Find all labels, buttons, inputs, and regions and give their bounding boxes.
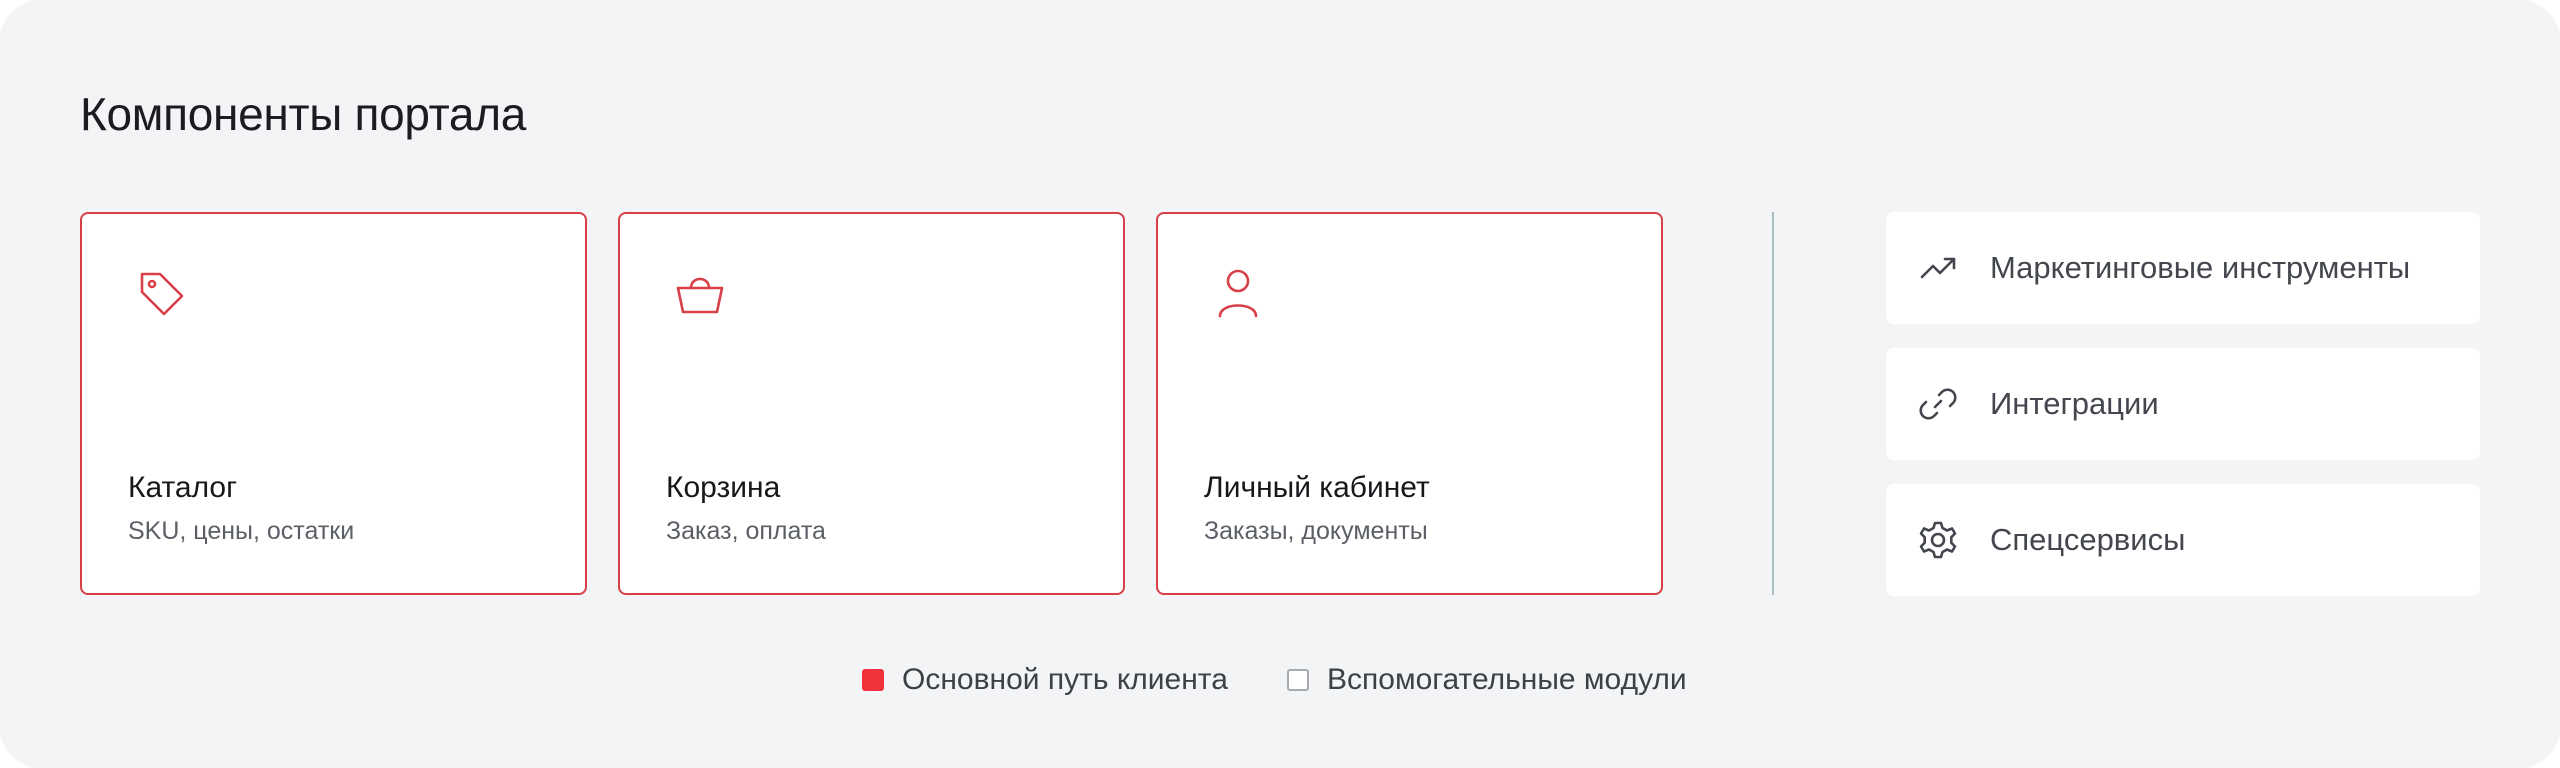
side-item-marketing-tools[interactable]: Маркетинговые инструменты [1886,212,2480,324]
gear-icon [1918,520,1958,560]
card-catalog[interactable]: Каталог SKU, цены, остатки [80,212,587,595]
side-item-label: Маркетинговые инструменты [1990,250,2411,285]
page-title: Компоненты портала [80,88,527,140]
legend-label-primary: Основной путь клиента [902,663,1228,696]
card-cart[interactable]: Корзина Заказ, оплата [618,212,1125,595]
side-item-integrations[interactable]: Интеграции [1886,348,2480,460]
link-icon [1918,384,1958,424]
legend-swatch-secondary [1287,669,1309,691]
card-title: Каталог [128,471,238,504]
card-title: Личный кабинет [1204,471,1430,504]
side-item-special-services[interactable]: Спецсервисы [1886,484,2480,596]
side-item-label: Спецсервисы [1990,522,2186,557]
legend-primary: Основной путь клиента [862,660,1228,700]
user-icon [1210,266,1266,322]
legend-secondary: Вспомогательные модули [1287,660,1687,700]
card-title: Корзина [666,471,781,504]
card-subtitle: Заказы, документы [1204,517,1428,545]
section-divider [1772,212,1774,595]
trending-up-icon [1918,248,1958,288]
legend-swatch-primary [862,669,884,691]
basket-icon [672,266,728,322]
card-subtitle: Заказ, оплата [666,517,826,545]
tag-icon [134,266,190,322]
card-personal-account[interactable]: Личный кабинет Заказы, документы [1156,212,1663,595]
legend-label-secondary: Вспомогательные модули [1327,663,1687,696]
side-item-label: Интеграции [1990,386,2159,421]
card-subtitle: SKU, цены, остатки [128,517,355,545]
